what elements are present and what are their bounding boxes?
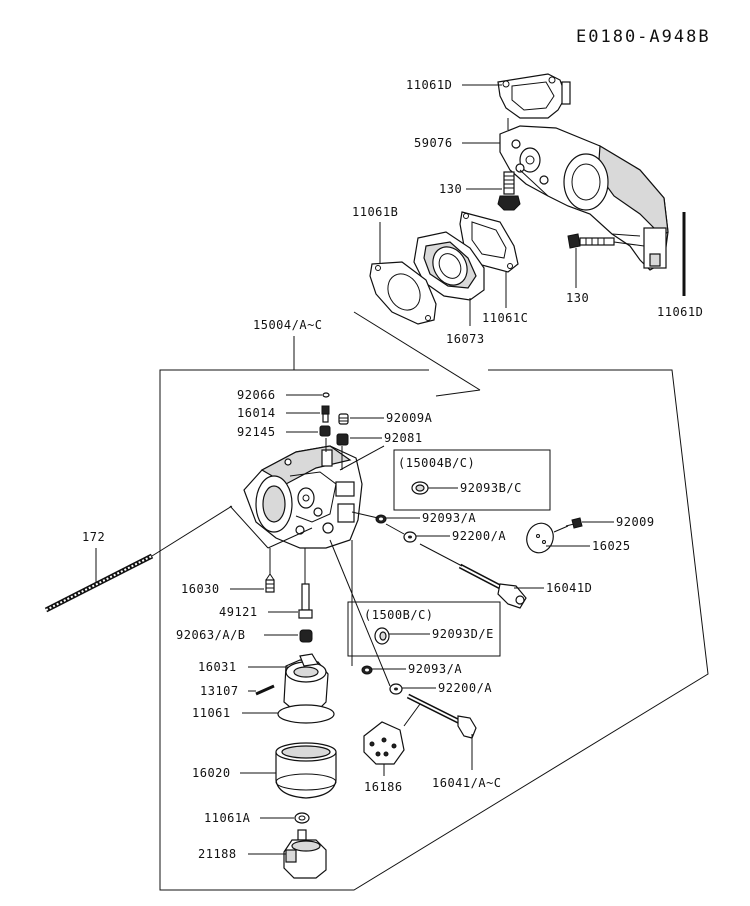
choke-valve-16186 xyxy=(363,721,405,765)
label-16041d: 16041D xyxy=(546,581,592,595)
label-172: 172 xyxy=(82,530,105,544)
solenoid-21188 xyxy=(283,829,327,879)
label-92093d-e: 92093D/E xyxy=(432,627,494,641)
washer-92200a-upper xyxy=(403,531,417,543)
stud-172 xyxy=(44,553,154,613)
label-15004-a-c: 15004/A~C xyxy=(253,318,323,332)
label-130-long: 130 xyxy=(566,291,589,305)
carburetor-body xyxy=(243,445,363,549)
screw-92009a xyxy=(338,413,349,425)
long-bolt-130 xyxy=(567,233,615,249)
spring-92063 xyxy=(299,629,313,643)
spring-92081 xyxy=(336,433,349,446)
label-49121: 49121 xyxy=(219,605,258,619)
label-92093b-c: 92093B/C xyxy=(460,481,522,495)
spring-92145 xyxy=(319,425,331,437)
diagram-reference-code: E0180-A948B xyxy=(576,27,711,47)
label-21188: 21188 xyxy=(198,847,237,861)
float-16031 xyxy=(283,653,329,713)
label-16186: 16186 xyxy=(364,780,403,794)
label-92009: 92009 xyxy=(616,515,655,529)
jet-16014 xyxy=(321,405,330,423)
main-jet-49121 xyxy=(298,583,313,619)
throttle-valve-16025 xyxy=(526,522,554,554)
inset-1500b-c xyxy=(347,601,501,657)
seal-92093a-lower xyxy=(361,665,373,675)
label-92200a-upper: 92200/A xyxy=(452,529,506,543)
label-59076: 59076 xyxy=(414,136,453,150)
inset-15004b-c-title: (15004B/C) xyxy=(398,456,475,470)
inset-1500b-c-title: (1500B/C) xyxy=(364,608,434,622)
bowl-gasket-11061a xyxy=(294,812,310,824)
label-92063: 92063/A/B xyxy=(176,628,246,642)
label-16031: 16031 xyxy=(198,660,237,674)
label-92066: 92066 xyxy=(237,388,276,402)
label-92081: 92081 xyxy=(384,431,423,445)
gasket-11061b xyxy=(369,261,437,325)
label-16030: 16030 xyxy=(181,582,220,596)
part-92093d-e xyxy=(374,627,390,645)
float-pin-13107 xyxy=(255,684,275,696)
label-16014: 16014 xyxy=(237,406,276,420)
choke-shaft-16041 xyxy=(406,693,477,739)
label-11061: 11061 xyxy=(192,706,231,720)
label-11061c: 11061C xyxy=(482,311,528,325)
pin-92066 xyxy=(322,392,330,398)
assembly-frame xyxy=(159,369,709,891)
label-92093a-lower: 92093/A xyxy=(408,662,462,676)
gasket-11061 xyxy=(277,704,335,724)
seal-92093a-upper xyxy=(375,514,387,524)
insulator-16073 xyxy=(413,231,485,301)
inset-15004b-c xyxy=(393,449,551,511)
label-16073: 16073 xyxy=(446,332,485,346)
float-bowl-16020 xyxy=(275,742,337,799)
label-92009a: 92009A xyxy=(386,411,433,425)
screw-92009 xyxy=(565,517,583,529)
manifold-bolt-130 xyxy=(497,171,521,211)
screw-16030 xyxy=(265,573,275,593)
intake-gasket-11061d xyxy=(497,73,571,119)
label-13107: 13107 xyxy=(200,684,239,698)
label-92093a-upper: 92093/A xyxy=(422,511,476,525)
label-11061d-right: 11061D xyxy=(657,305,703,319)
label-16020: 16020 xyxy=(192,766,231,780)
label-16041-a-c: 16041/A~C xyxy=(432,776,502,790)
label-92200a-lower: 92200/A xyxy=(438,681,492,695)
throttle-shaft-16041d xyxy=(458,563,527,609)
label-92145: 92145 xyxy=(237,425,276,439)
label-11061d-top: 11061D xyxy=(406,78,452,92)
label-11061a: 11061A xyxy=(204,811,251,825)
label-130-small: 130 xyxy=(439,182,462,196)
washer-92200a-lower xyxy=(389,683,403,695)
label-11061b: 11061B xyxy=(352,205,398,219)
intake-manifold-59076 xyxy=(499,125,669,271)
part-92093b-c xyxy=(411,481,429,495)
label-16025: 16025 xyxy=(592,539,631,553)
